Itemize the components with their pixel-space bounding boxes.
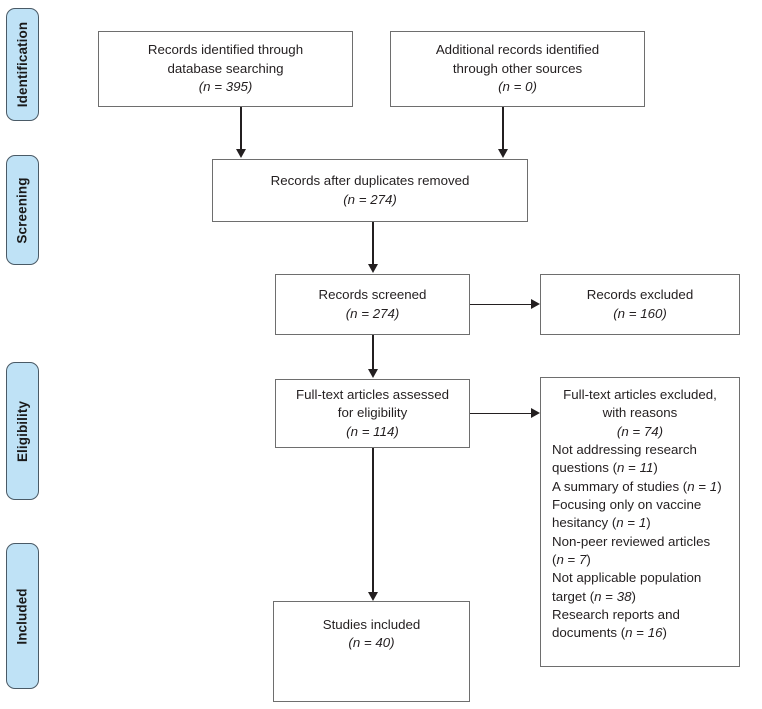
connector-line-screened-to-fulltext — [372, 335, 374, 369]
stage-label-identification: Identification — [15, 21, 30, 108]
connector-line-identified-to-dedup — [240, 107, 242, 149]
box-studies-included: Studies included (n = 40) — [273, 601, 470, 702]
box-line: Records identified through — [147, 42, 304, 58]
exclusion-reason-line: Research reports and — [552, 607, 680, 623]
box-records-screened: Records screened (n = 274) — [275, 274, 470, 335]
box-count: (n = 274) — [343, 191, 397, 207]
box-line: Records screened — [318, 287, 427, 303]
stage-label-eligibility: Eligibility — [15, 400, 31, 462]
box-count: (n = 395) — [198, 79, 253, 95]
box-line: through other sources — [452, 60, 583, 76]
box-line: Additional records identified — [435, 42, 600, 58]
stage-label-included: Included — [15, 587, 30, 645]
exclusion-reason-line: Not applicable population — [552, 570, 702, 586]
stage-label-screening: Screening — [15, 176, 30, 244]
box-line: Studies included — [322, 617, 421, 632]
connector-arrow-fulltext-to-excluded — [531, 408, 540, 418]
exclusion-header-line: with reasons — [602, 405, 678, 421]
box-line: Full-text articles assessed — [296, 386, 449, 402]
exclusion-reason-line: questions (n = 11) — [552, 460, 658, 476]
box-count: (n = 0) — [498, 79, 537, 95]
box-full-text-articles-assessed: Full-text articles assessed for eligibil… — [275, 379, 470, 448]
exclusion-reason-line: Focusing only on vaccine — [552, 497, 702, 513]
connector-arrow-identified-to-dedup — [235, 149, 246, 158]
exclusion-reason-line: hesitancy (n = 1) — [552, 515, 651, 531]
box-records-identified-database: Records identified through database sear… — [98, 31, 353, 107]
stage-pill-eligibility: Eligibility — [6, 362, 39, 500]
stage-pill-screening: Screening — [6, 155, 39, 265]
connector-arrow-dedup-to-screened — [367, 264, 378, 273]
box-line: Records after duplicates removed — [270, 173, 470, 189]
box-full-text-articles-excluded: Full-text articles excluded, with reason… — [540, 377, 740, 667]
connector-line-additional-to-dedup — [502, 107, 504, 149]
connector-line-screened-to-excluded — [470, 303, 532, 306]
connector-arrow-additional-to-dedup — [497, 149, 508, 158]
exclusion-reason-line: target (n = 38) — [552, 588, 636, 604]
stage-pill-included: Included — [6, 543, 39, 689]
connector-arrow-screened-to-fulltext — [367, 369, 378, 378]
exclusion-header-line: Full-text articles excluded, — [563, 387, 717, 402]
exclusion-reason-line: documents (n = 16) — [552, 625, 667, 641]
box-count: (n = 114) — [346, 423, 399, 439]
exclusion-reason-line: A summary of studies (n = 1) — [552, 478, 722, 494]
box-line: for eligibility — [337, 405, 408, 421]
box-additional-records-other-sources: Additional records identified through ot… — [390, 31, 645, 107]
exclusion-reason-line: (n = 7) — [552, 552, 591, 568]
connector-arrow-screened-to-excluded — [531, 299, 540, 309]
connector-arrow-fulltext-to-included — [367, 592, 378, 601]
exclusion-reason-line: Non-peer reviewed articles — [552, 533, 711, 549]
box-line: database searching — [167, 60, 284, 76]
connector-line-dedup-to-screened — [372, 222, 374, 264]
connector-line-fulltext-to-excluded — [470, 412, 532, 415]
box-count: (n = 160) — [613, 305, 667, 321]
box-records-excluded: Records excluded (n = 160) — [540, 274, 740, 335]
box-line: Records excluded — [586, 287, 694, 303]
exclusion-header-count: (n = 74) — [616, 423, 664, 439]
connector-line-fulltext-to-included — [372, 448, 374, 592]
stage-pill-identification: Identification — [6, 8, 39, 121]
box-records-after-duplicates-removed: Records after duplicates removed (n = 27… — [212, 159, 528, 222]
box-count: (n = 40) — [348, 635, 395, 651]
box-count: (n = 274) — [345, 305, 400, 321]
exclusion-reason-line: Not addressing research — [552, 442, 697, 458]
